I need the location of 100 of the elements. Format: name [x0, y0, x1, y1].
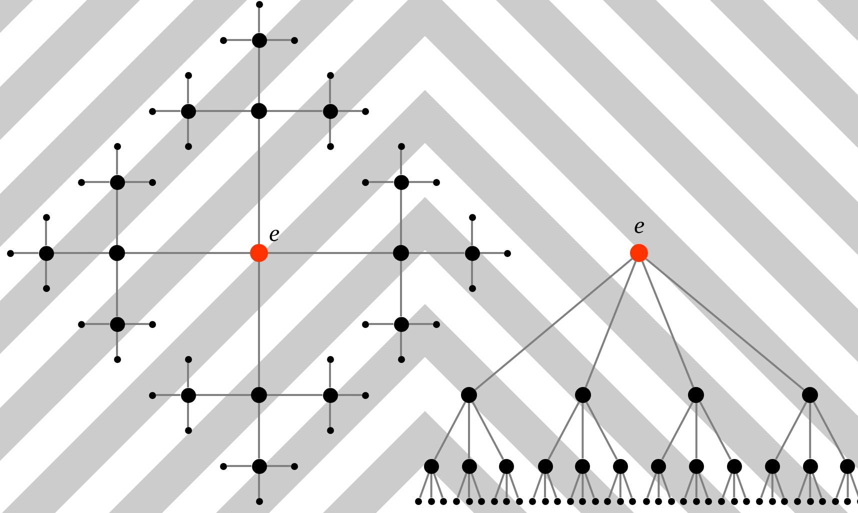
vertex-dot	[768, 498, 776, 504]
edge-line	[338, 394, 362, 396]
vertex-dot	[322, 388, 338, 402]
edge-line	[45, 221, 47, 246]
edge-line	[733, 474, 736, 498]
edge-line	[582, 474, 584, 498]
edge-line	[268, 252, 393, 254]
vertex-dot	[326, 72, 334, 79]
edge-line	[266, 39, 291, 41]
vertex-dot	[433, 178, 440, 186]
vertex-dot	[504, 250, 511, 256]
vertex-dot	[668, 498, 675, 504]
edge-line	[187, 402, 189, 427]
edge-line	[432, 472, 444, 498]
edge-line	[430, 474, 432, 498]
vertex-dot	[655, 498, 662, 504]
vertex-dot	[453, 498, 460, 504]
edge-line	[645, 258, 805, 391]
vertex-dot	[688, 458, 704, 474]
edge-line	[586, 402, 618, 460]
edge-line	[258, 403, 260, 458]
edge-line	[456, 472, 468, 498]
vertex-dot	[415, 498, 422, 504]
edge-line	[227, 465, 252, 467]
edge-line	[196, 394, 251, 396]
edge-line	[775, 402, 808, 460]
edge-line	[812, 472, 822, 498]
edge-line	[258, 119, 260, 244]
edge-line	[116, 190, 118, 245]
edge-line	[266, 465, 291, 467]
vertex-dot	[802, 458, 818, 474]
vertex-dot	[326, 356, 334, 363]
edge-line	[584, 472, 595, 498]
edge-line	[409, 252, 464, 254]
edge-line	[125, 252, 250, 254]
vertex-dot	[220, 462, 227, 470]
edge-line	[471, 221, 473, 246]
edge-line	[156, 394, 180, 396]
edge-line	[187, 79, 189, 104]
edge-line	[196, 110, 251, 112]
edge-line	[494, 472, 506, 498]
edge-line	[684, 472, 695, 498]
vertex-dot	[468, 214, 476, 221]
vertex-dot	[184, 72, 192, 79]
edge-line	[14, 252, 38, 254]
edge-line	[849, 472, 858, 498]
vertex-dot	[252, 458, 266, 474]
edge-line	[124, 323, 149, 325]
edge-line	[660, 472, 671, 498]
edge-line	[400, 261, 402, 316]
vertex-dot	[362, 320, 369, 328]
edge-line	[85, 323, 110, 325]
edge-line	[227, 39, 252, 41]
edge-line	[258, 474, 260, 498]
edge-line	[329, 363, 331, 388]
vertex-dot	[629, 498, 636, 504]
vertex-dot	[220, 36, 227, 44]
edge-line	[508, 472, 519, 498]
vertex-dot	[256, 1, 262, 8]
edge-line	[116, 261, 118, 316]
edge-line	[836, 472, 846, 498]
edge-line	[468, 403, 470, 458]
edge-line	[124, 181, 149, 183]
vertex-dot	[499, 458, 514, 474]
edge-line	[658, 474, 660, 498]
edge-line	[622, 472, 633, 498]
edge-line	[258, 262, 260, 387]
edge-line	[695, 474, 698, 498]
edge-line	[774, 472, 785, 498]
edge-line	[809, 403, 812, 458]
edge-line	[641, 260, 694, 388]
edge-line	[584, 261, 637, 388]
edge-line	[570, 472, 582, 498]
vertex-dot	[743, 498, 750, 504]
edge-line	[329, 118, 331, 143]
edge-line	[54, 252, 109, 254]
edge-line	[506, 474, 508, 498]
edge-line	[468, 474, 470, 498]
edge-line	[474, 258, 633, 391]
edge-line	[809, 474, 812, 498]
edge-line	[85, 181, 110, 183]
vertex-dot	[840, 458, 856, 474]
edge-line	[471, 260, 473, 285]
edge-line	[722, 472, 733, 498]
vertex-dot	[428, 498, 435, 504]
edge-line	[369, 323, 394, 325]
edge-line	[760, 472, 771, 498]
edge-line	[338, 110, 362, 112]
vertex-dot	[516, 498, 523, 504]
edge-line	[548, 402, 580, 460]
edge-line	[400, 332, 402, 356]
vertex-dot	[252, 32, 266, 48]
vertex-dot	[149, 320, 156, 328]
edge-line	[472, 402, 504, 460]
vertex-dot	[149, 108, 156, 114]
vertex-dot	[114, 143, 120, 150]
vertex-dot	[110, 174, 124, 190]
edge-line	[695, 403, 698, 458]
edge-line	[771, 474, 774, 498]
edge-line	[400, 150, 402, 174]
